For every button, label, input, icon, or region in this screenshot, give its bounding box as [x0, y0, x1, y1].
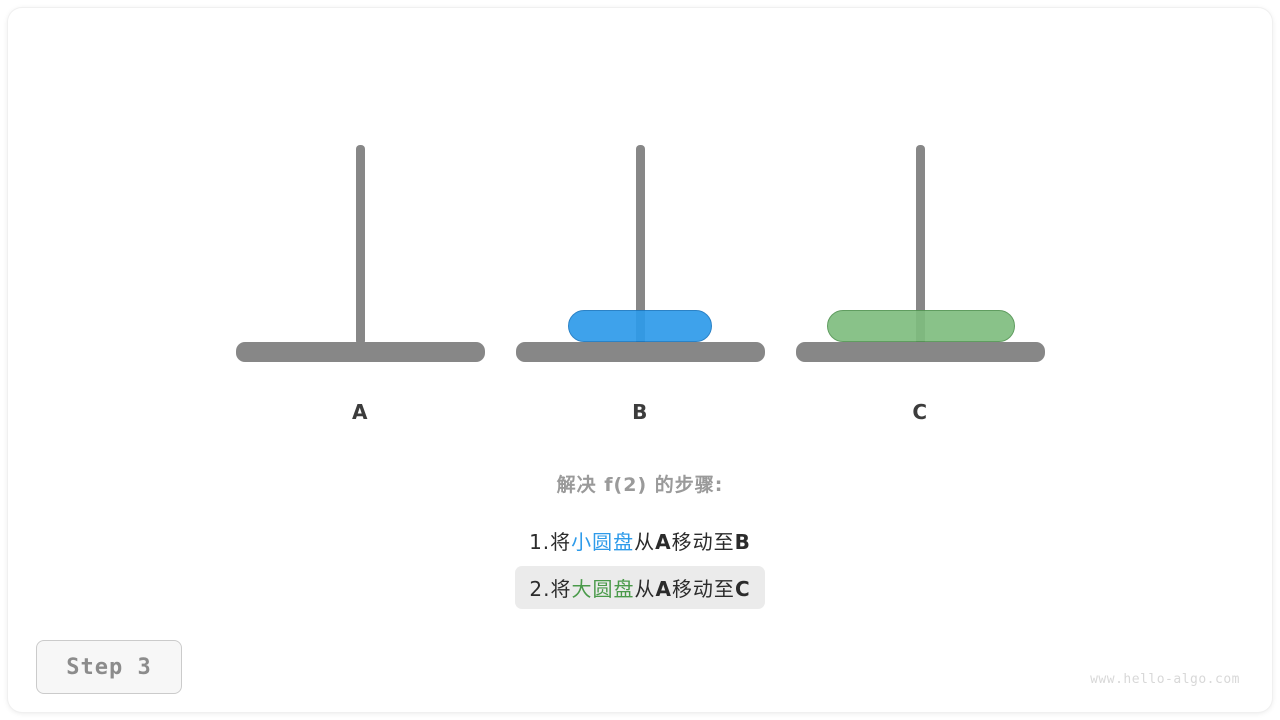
peg-label-a: A [352, 400, 368, 424]
step-2-move-word: 移动至 [671, 577, 735, 601]
base-a [236, 342, 485, 362]
step-2-from-word: 从 [634, 577, 656, 601]
step-1-verb: 将 [550, 530, 572, 554]
base-b [516, 342, 765, 362]
rod-c [915, 145, 925, 345]
disc-large [827, 310, 1015, 342]
step-1-disc: 小圆盘 [571, 530, 635, 554]
step-list-item-row: 1.将小圆盘从A移动至B [0, 519, 1280, 566]
step-2-from-peg: A [655, 577, 672, 601]
step-2-to-peg: C [734, 577, 751, 601]
step-2-disc: 大圆盘 [571, 577, 635, 601]
step-1-from-word: 从 [634, 530, 656, 554]
watermark: www.hello-algo.com [1090, 672, 1240, 687]
step-1-from-peg: A [655, 530, 672, 554]
step-list: 1.将小圆盘从A移动至B 2.将大圆盘从A移动至C [0, 519, 1280, 613]
base-c [796, 342, 1045, 362]
tower-c: C [790, 0, 1050, 440]
disc-small [568, 310, 712, 342]
step-1-to-peg: B [734, 530, 751, 554]
step-2-verb: 将 [550, 577, 572, 601]
peg-label-b: B [632, 400, 648, 424]
tower-a: A [230, 0, 490, 440]
step-1-index: 1. [529, 530, 551, 554]
caption-block: 解决 f(2) 的步骤: 1.将小圆盘从A移动至B 2.将大圆盘从A移动至C [0, 470, 1280, 613]
tower-b: B [510, 0, 770, 440]
rod-b [635, 145, 645, 345]
step-1-move-word: 移动至 [671, 530, 735, 554]
step-line-2: 2.将大圆盘从A移动至C [515, 566, 765, 609]
step-2-index: 2. [529, 577, 551, 601]
rod-a [355, 145, 365, 345]
caption-title: 解决 f(2) 的步骤: [556, 474, 724, 496]
step-line-1: 1.将小圆盘从A移动至B [515, 519, 765, 562]
step-list-item-row: 2.将大圆盘从A移动至C [0, 566, 1280, 613]
peg-label-c: C [912, 400, 928, 424]
step-badge: Step 3 [36, 640, 182, 694]
